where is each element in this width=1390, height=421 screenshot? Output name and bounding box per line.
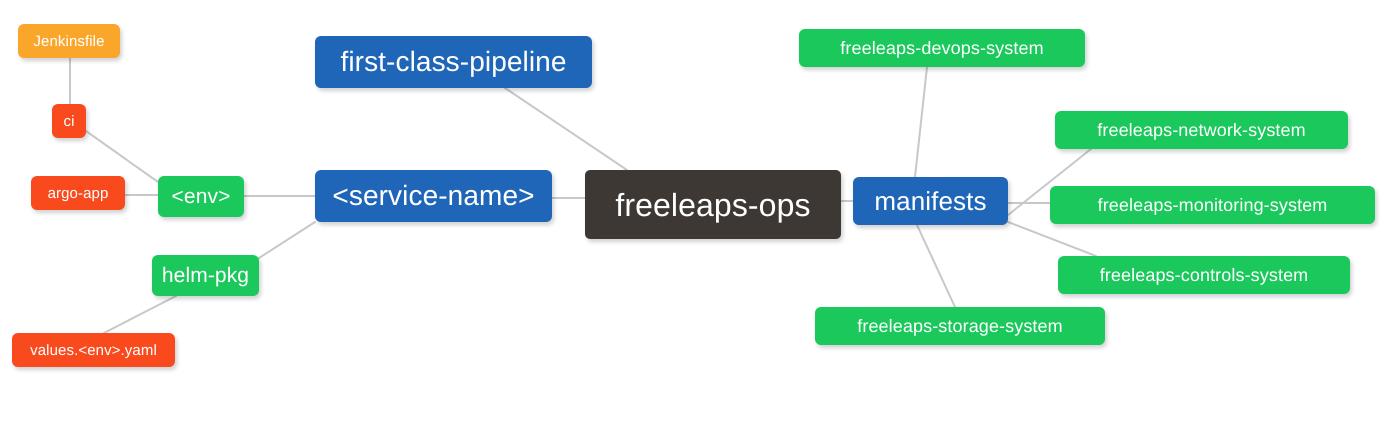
mindmap-node-storage-system[interactable]: freeleaps-storage-system: [815, 307, 1105, 345]
mindmap-node-label: manifests: [874, 186, 987, 216]
mindmap-node-first-class[interactable]: first-class-pipeline: [315, 36, 592, 88]
mindmap-node-label: freeleaps-devops-system: [840, 38, 1044, 58]
mindmap-node-label: helm-pkg: [161, 264, 250, 287]
mindmap-node-devops-system[interactable]: freeleaps-devops-system: [799, 29, 1085, 67]
mindmap-node-label: first-class-pipeline: [340, 46, 567, 77]
mindmap-node-argo-app[interactable]: argo-app: [31, 176, 125, 210]
mindmap-node-controls-system[interactable]: freeleaps-controls-system: [1058, 256, 1350, 294]
mindmap-node-values-yaml[interactable]: values.<env>.yaml: [12, 333, 175, 367]
mindmap-node-label: freeleaps-controls-system: [1099, 265, 1309, 285]
edge-service-name-to-helm-pkg: [258, 221, 316, 259]
edge-manifests-to-storage-system: [916, 224, 956, 308]
mindmap-node-label: freeleaps-network-system: [1097, 120, 1306, 140]
mindmap-node-freeleaps-ops[interactable]: freeleaps-ops: [585, 170, 841, 239]
mindmap-node-label: freeleaps-storage-system: [857, 316, 1063, 336]
mindmap-node-monitoring-system[interactable]: freeleaps-monitoring-system: [1050, 186, 1375, 224]
mindmap-node-label: ci: [63, 112, 75, 130]
mindmap-node-helm-pkg[interactable]: helm-pkg: [152, 255, 259, 296]
mindmap-node-env[interactable]: <env>: [158, 176, 244, 217]
mindmap-node-label: Jenkinsfile: [33, 32, 105, 50]
edge-first-class-to-freeleaps-ops: [504, 87, 628, 171]
mindmap-node-jenkinsfile[interactable]: Jenkinsfile: [18, 24, 120, 58]
mindmap-node-label: values.<env>.yaml: [30, 341, 157, 359]
mindmap-node-label: argo-app: [47, 184, 109, 202]
mindmap-node-label: <service-name>: [332, 180, 535, 211]
mindmap-node-label: freeleaps-monitoring-system: [1097, 195, 1328, 215]
edge-manifests-to-controls-system: [1007, 221, 1097, 257]
mindmap-node-label: <env>: [171, 185, 231, 208]
mindmap-node-label: freeleaps-ops: [615, 186, 811, 223]
mindmap-node-network-system[interactable]: freeleaps-network-system: [1055, 111, 1348, 149]
edge-helm-pkg-to-values-yaml: [103, 295, 177, 334]
mindmap-node-manifests[interactable]: manifests: [853, 177, 1008, 225]
mindmap-node-service-name[interactable]: <service-name>: [315, 170, 552, 222]
edge-manifests-to-devops-system: [914, 66, 928, 178]
mindmap-node-ci[interactable]: ci: [52, 104, 86, 138]
edge-ci-to-env: [85, 130, 159, 183]
